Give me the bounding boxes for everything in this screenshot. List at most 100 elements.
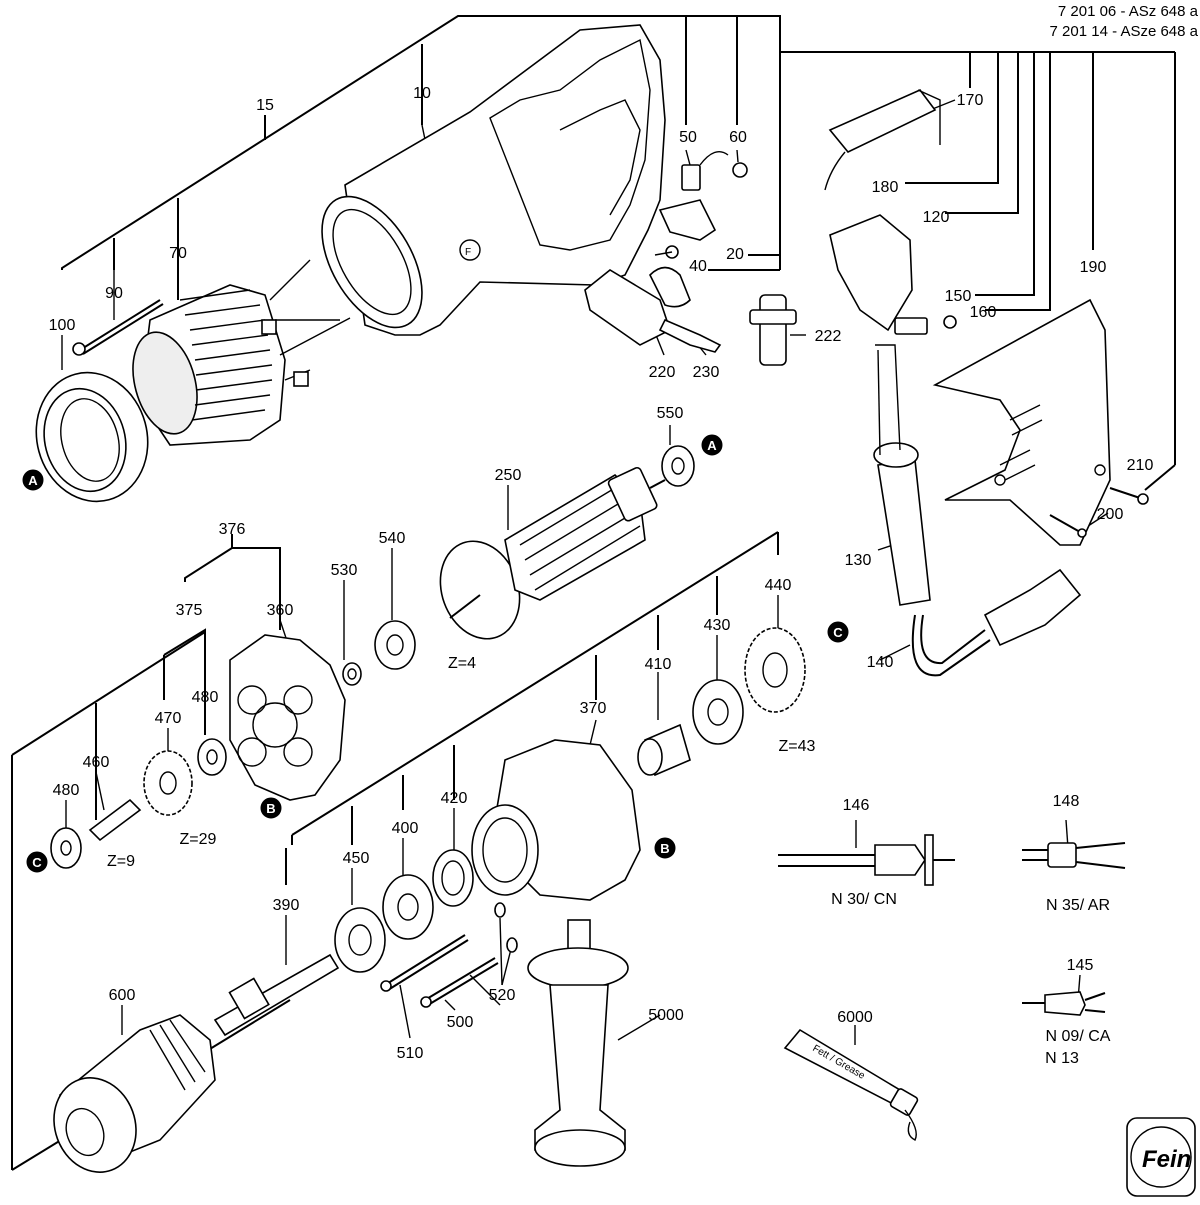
plug-145 xyxy=(1022,991,1106,1016)
label-375: 375 xyxy=(176,602,203,619)
bearing-550 xyxy=(661,445,695,487)
label-n09-ca: N 09/ CA xyxy=(1046,1028,1111,1045)
armature-250 xyxy=(439,466,666,640)
plug-variant-labels: N 30/ CN N 35/ AR N 09/ CA N 13 xyxy=(831,891,1111,1067)
spindle-390 xyxy=(213,953,340,1037)
bearing-430 xyxy=(692,679,744,745)
bearing-480-lower xyxy=(50,827,82,869)
label-550: 550 xyxy=(657,405,684,422)
marker-b-left: B xyxy=(260,797,282,819)
label-510: 510 xyxy=(397,1045,424,1062)
label-60: 60 xyxy=(729,129,747,146)
label-500: 500 xyxy=(447,1014,474,1031)
gear-housing-370 xyxy=(471,739,641,901)
side-handle-5000 xyxy=(527,919,629,1167)
gear-470 xyxy=(143,750,193,816)
label-600: 600 xyxy=(109,987,136,1004)
label-480-lower: 480 xyxy=(53,782,80,799)
washer-420 xyxy=(432,849,474,907)
svg-text:Fein: Fein xyxy=(1142,1146,1191,1173)
label-n35-ar: N 35/ AR xyxy=(1046,897,1110,914)
label-n13: N 13 xyxy=(1045,1050,1079,1067)
flange-360 xyxy=(229,634,346,801)
motor-housing: F xyxy=(321,24,666,336)
bearing-400 xyxy=(382,874,434,940)
label-222: 222 xyxy=(815,328,842,345)
plug-146 xyxy=(778,834,955,886)
label-145: 145 xyxy=(1067,957,1094,974)
svg-text:A: A xyxy=(707,438,717,453)
label-20: 20 xyxy=(726,246,744,263)
label-430: 430 xyxy=(704,617,731,634)
spring-530 xyxy=(342,662,362,686)
model-number-line-1: 7 201 06 - ASz 648 a xyxy=(1058,3,1199,20)
label-360: 360 xyxy=(267,602,294,619)
switch-120 xyxy=(829,214,957,335)
label-370: 370 xyxy=(580,700,607,717)
flange-450 xyxy=(334,907,386,973)
sleeve-410 xyxy=(637,723,691,777)
label-15: 15 xyxy=(256,97,274,114)
housing-logo-icon: F xyxy=(465,247,471,258)
label-410: 410 xyxy=(645,656,672,673)
screw-90 xyxy=(72,299,164,356)
label-120: 120 xyxy=(923,209,950,226)
field-coil xyxy=(132,259,351,446)
marker-c-left: C xyxy=(26,851,48,873)
label-250: 250 xyxy=(495,467,522,484)
chuck-600 xyxy=(53,1014,216,1173)
label-230: 230 xyxy=(693,364,720,381)
fein-logo-icon: Fein xyxy=(1126,1117,1196,1197)
label-140: 140 xyxy=(867,654,894,671)
label-376: 376 xyxy=(219,521,246,538)
svg-text:B: B xyxy=(266,801,275,816)
label-170: 170 xyxy=(957,92,984,109)
part-labels: 15 10 50 60 20 40 70 90 100 220 230 222 … xyxy=(49,85,1154,1062)
label-100: 100 xyxy=(49,317,76,334)
bearing-480-upper xyxy=(197,738,227,776)
handle-cover-190 xyxy=(932,298,1111,546)
label-530: 530 xyxy=(331,562,358,579)
screws-200-210 xyxy=(1049,487,1149,538)
label-6000: 6000 xyxy=(837,1009,873,1026)
label-146: 146 xyxy=(843,797,870,814)
label-n30-cn: N 30/ CN xyxy=(831,891,897,908)
label-400: 400 xyxy=(392,820,419,837)
svg-text:B: B xyxy=(660,841,669,856)
suppressor-170 xyxy=(824,89,941,191)
label-z9: Z=9 xyxy=(107,853,135,870)
label-70: 70 xyxy=(169,245,187,262)
pinion-460 xyxy=(88,798,142,842)
label-190: 190 xyxy=(1080,259,1107,276)
cable-grommet-130 xyxy=(873,344,931,606)
label-90: 90 xyxy=(105,285,123,302)
label-450: 450 xyxy=(343,850,370,867)
capacitor-222 xyxy=(749,294,797,366)
power-cable-140 xyxy=(911,568,1082,677)
label-470: 470 xyxy=(155,710,182,727)
screws-500-510 xyxy=(380,934,499,1008)
label-z4: Z=4 xyxy=(448,655,476,672)
label-z29: Z=29 xyxy=(180,831,217,848)
grease-tube-6000: Fett / Grease xyxy=(783,1028,919,1141)
label-480-upper: 480 xyxy=(192,689,219,706)
label-180: 180 xyxy=(872,179,899,196)
label-148: 148 xyxy=(1053,793,1080,810)
label-200: 200 xyxy=(1097,506,1124,523)
label-390: 390 xyxy=(273,897,300,914)
brush-holder-parts xyxy=(584,151,748,353)
ring-100 xyxy=(35,371,149,503)
marker-a-right: A xyxy=(701,434,723,456)
label-520: 520 xyxy=(489,987,516,1004)
marker-c-right: C xyxy=(827,621,849,643)
model-number-line-2: 7 201 14 - ASze 648 a xyxy=(1050,23,1199,40)
label-210: 210 xyxy=(1127,457,1154,474)
svg-text:C: C xyxy=(833,625,843,640)
label-150: 150 xyxy=(945,288,972,305)
marker-b-right: B xyxy=(654,837,676,859)
gear-tooth-labels: Z=4 Z=9 Z=29 Z=43 xyxy=(107,655,816,870)
label-440: 440 xyxy=(765,577,792,594)
label-10: 10 xyxy=(413,85,431,102)
